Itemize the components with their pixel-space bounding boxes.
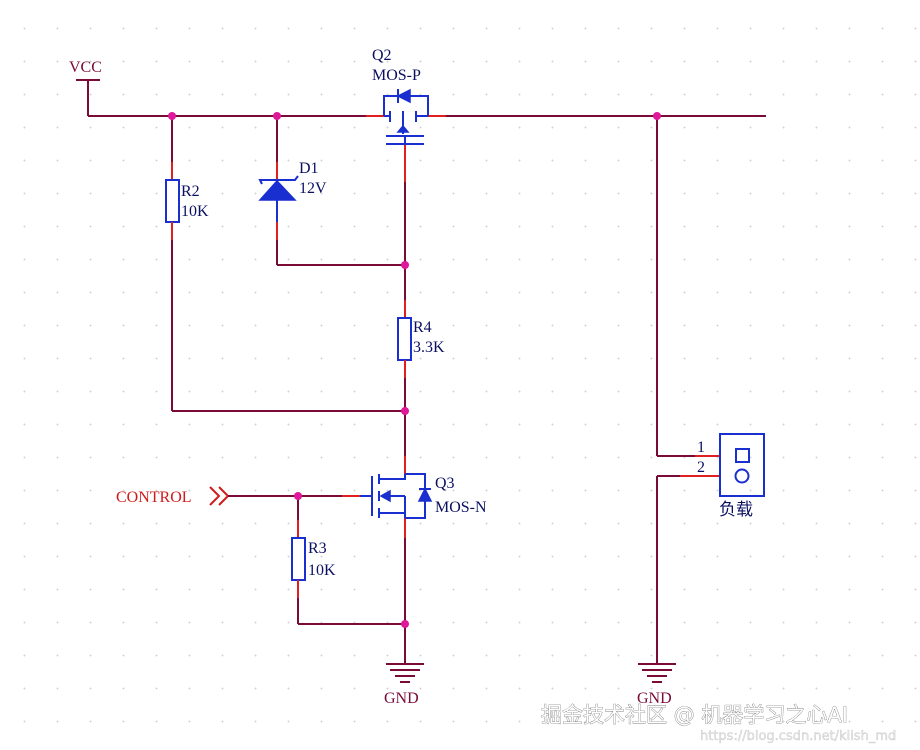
r3-value: 10K: [308, 562, 336, 579]
junction-dot: [273, 112, 281, 120]
watermark-url: https://blog.csdn.net/kiish_md: [700, 729, 896, 744]
junction-dot: [653, 112, 661, 120]
junction-dot: [168, 112, 176, 120]
q2-pmos: Q2 MOS-P: [366, 47, 446, 182]
load-pin2: 2: [697, 459, 705, 476]
vcc-port: VCC: [69, 59, 102, 116]
junction-dot: [294, 492, 302, 500]
gnd-left-label: GND: [384, 690, 419, 707]
watermark-text: 掘金技术社区 @ 机器学习之心AI: [541, 703, 848, 727]
d1-ref: D1: [299, 160, 319, 177]
d1-zener: D1 12V: [258, 116, 405, 266]
control-label: CONTROL: [116, 489, 192, 506]
junction-dot: [401, 261, 409, 269]
q2-ref: Q2: [372, 47, 392, 64]
q2-value: MOS-P: [372, 67, 421, 84]
control-port: CONTROL: [116, 486, 342, 506]
gnd-right-label: GND: [637, 690, 672, 707]
r4-resistor: R4 3.3K: [172, 182, 445, 456]
r4-value: 3.3K: [413, 339, 445, 356]
q3-nmos: Q3 MOS-N: [342, 456, 487, 538]
load-pin1: 1: [697, 439, 705, 456]
q3-ref: Q3: [435, 475, 455, 492]
load-label: 负载: [719, 500, 753, 520]
r3-resistor: R3 10K: [291, 496, 405, 625]
gnd-left-symbol: GND: [384, 538, 424, 707]
gnd-right-symbol: GND: [637, 476, 676, 707]
r2-resistor: R2 10K: [165, 116, 209, 411]
junction-dot: [401, 407, 409, 415]
load-connector: 1 2 负载: [656, 116, 765, 520]
r2-value: 10K: [181, 203, 209, 220]
q3-value: MOS-N: [435, 499, 487, 516]
r2-ref: R2: [181, 183, 200, 200]
r4-ref: R4: [413, 319, 432, 336]
r3-ref: R3: [308, 540, 327, 557]
junctions: [168, 112, 661, 628]
junction-dot: [401, 620, 409, 628]
vcc-label: VCC: [69, 59, 102, 76]
d1-value: 12V: [299, 180, 327, 197]
